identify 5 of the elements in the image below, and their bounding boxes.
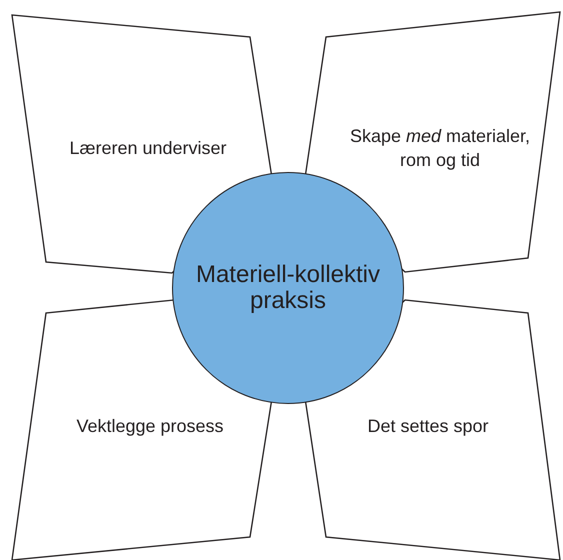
panel-label: Det settes spor: [366, 415, 490, 438]
panel-label: Vektlegge prosess: [75, 415, 225, 438]
panel-label: Skape med materialer, rom og tid: [348, 125, 532, 172]
circle-label: Materiell-kollektiv praksis: [194, 262, 382, 314]
panel-label: Læreren underviser: [68, 137, 228, 160]
